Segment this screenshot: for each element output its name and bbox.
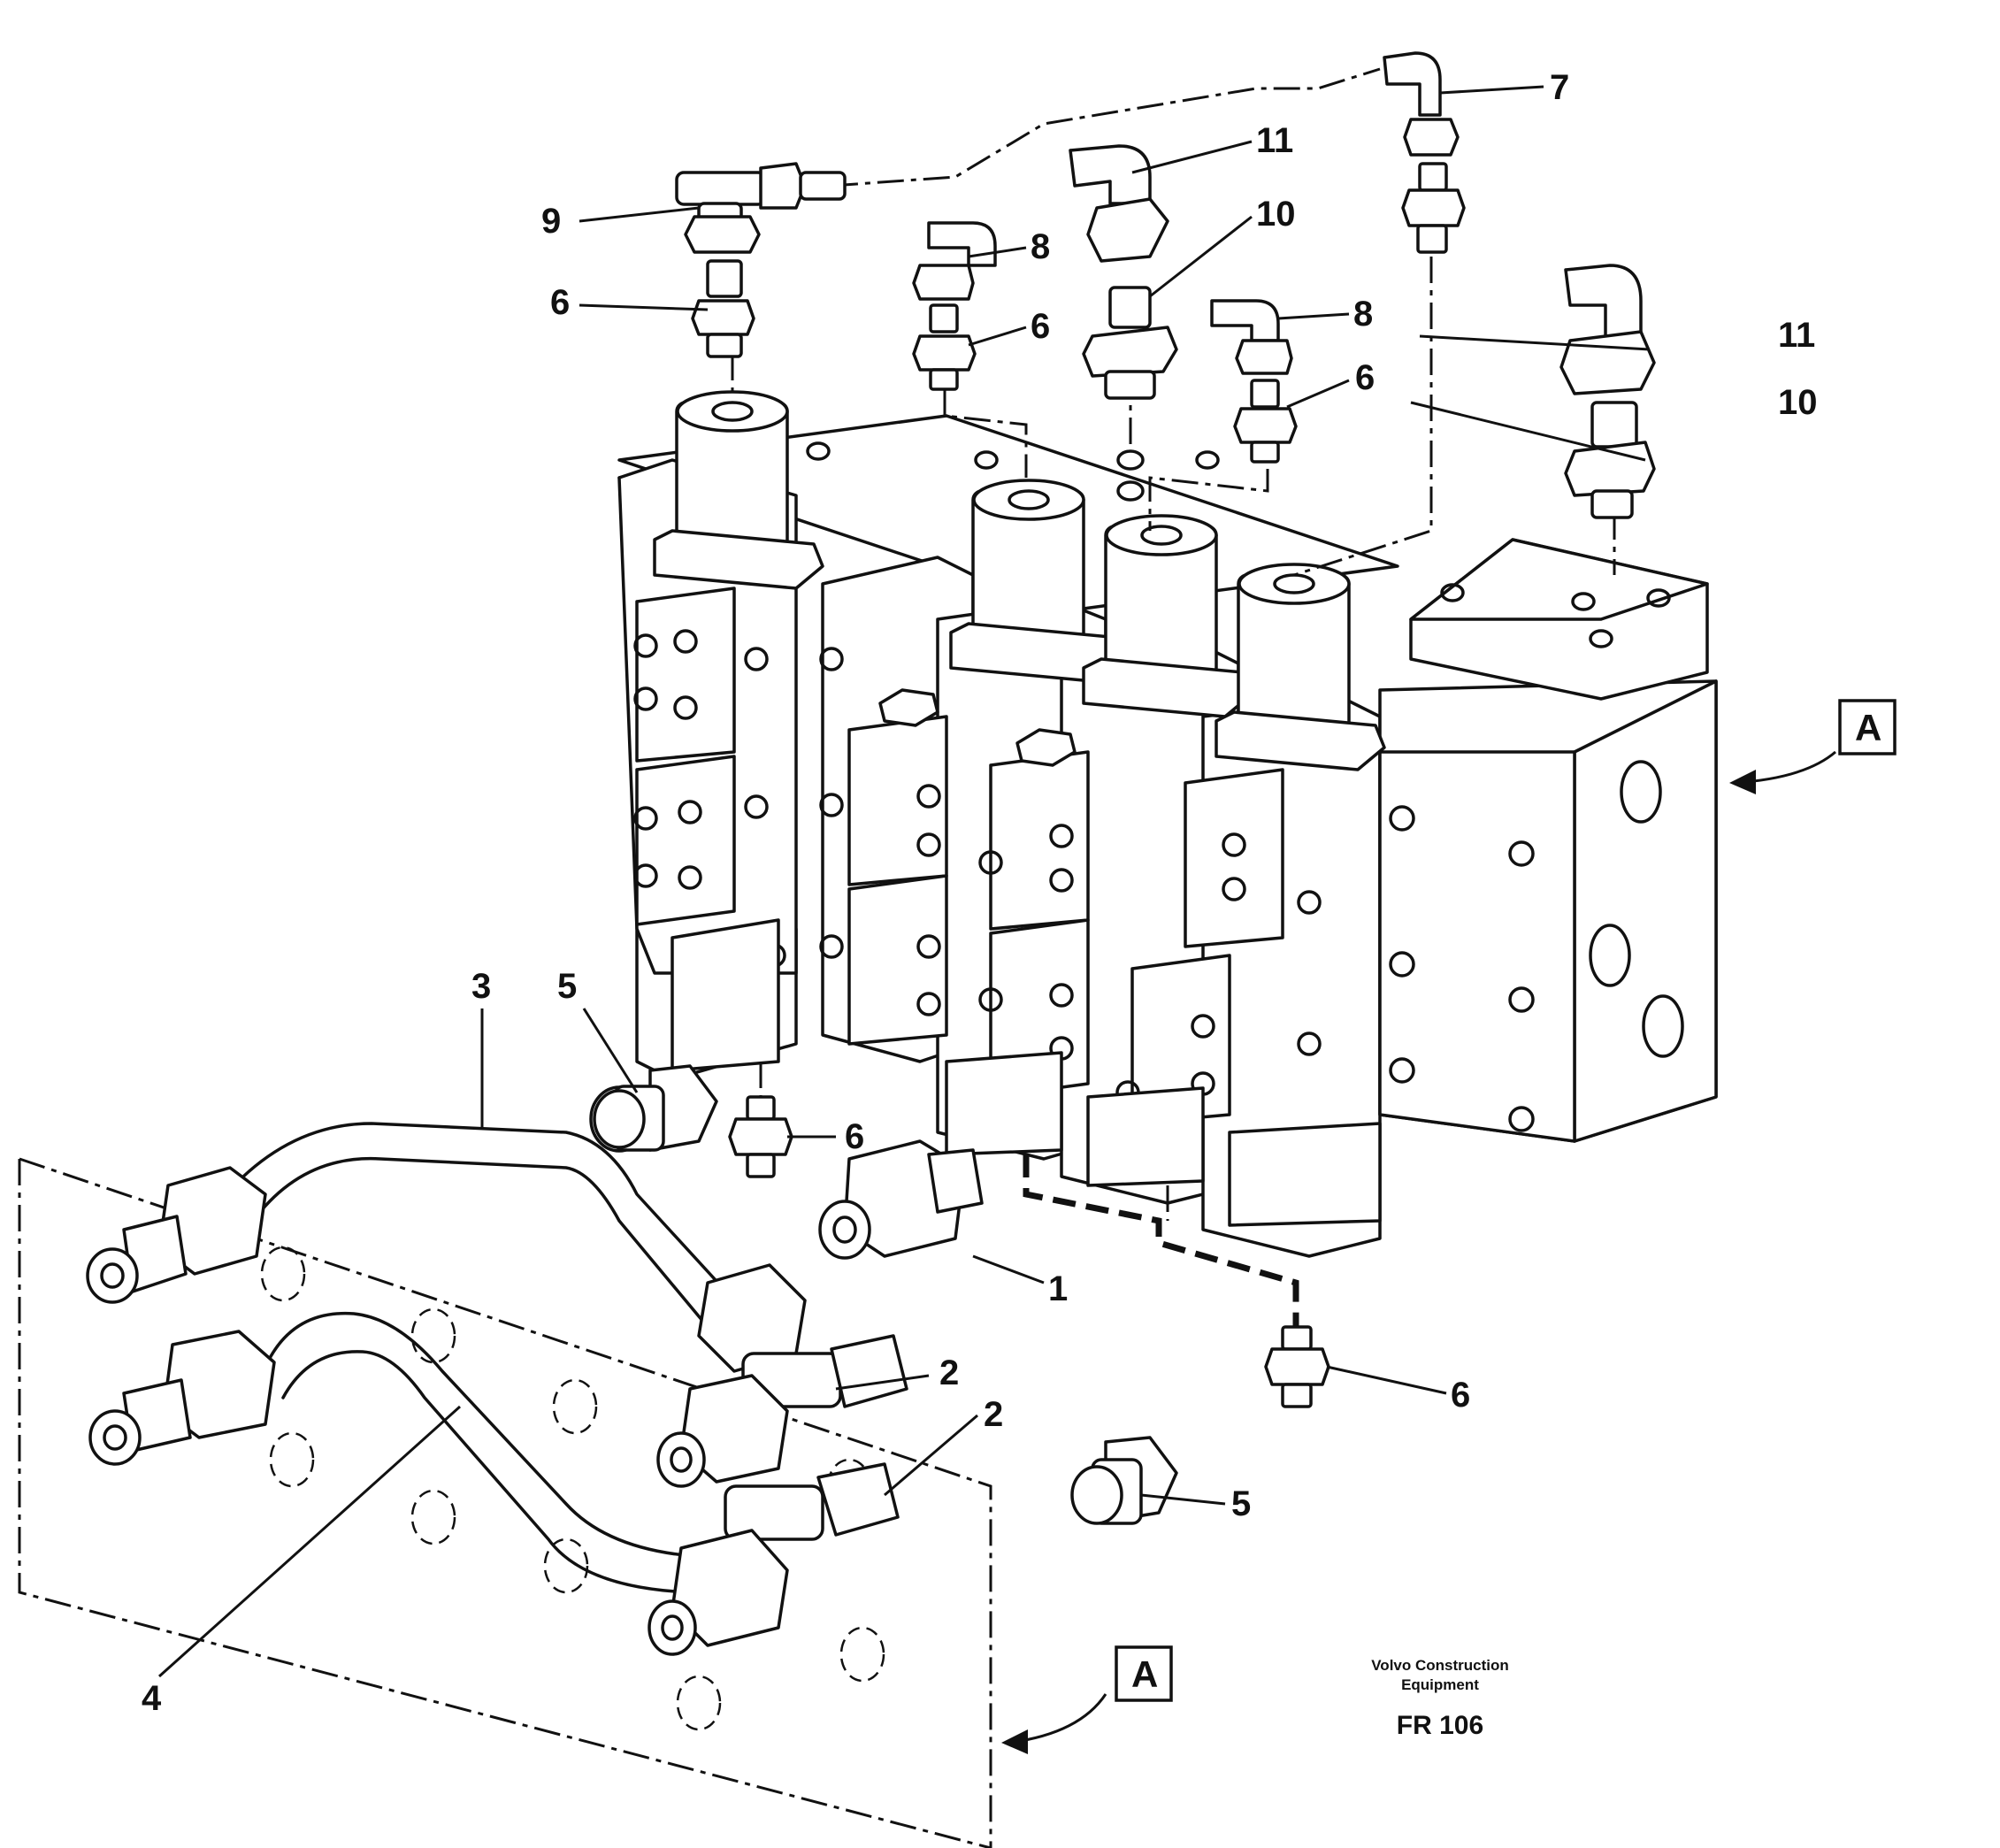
- maker-line-2: Equipment: [1401, 1676, 1479, 1693]
- pipe-3: [228, 1122, 736, 1302]
- callout-8-b: 8: [1353, 295, 1373, 334]
- plug-5-b: [1070, 1436, 1178, 1525]
- mounting-plate: [18, 1157, 992, 1848]
- footer-caption: Volvo Construction Equipment FR 106: [1371, 1657, 1509, 1740]
- view-marker-a-bottom: A: [1115, 1645, 1173, 1702]
- figure-code: FR 106: [1397, 1711, 1483, 1740]
- connector-6-c: [1264, 1325, 1330, 1408]
- elbow-fitting-11-b: [1559, 264, 1656, 395]
- plug-5-a: [589, 1064, 718, 1153]
- callout-10-a: 10: [1256, 195, 1296, 234]
- callout-7: 7: [1550, 68, 1569, 107]
- elbow-fitting-8-b: [1210, 299, 1298, 464]
- tube-fitting-7: [1383, 51, 1466, 254]
- pipe-4: [264, 1311, 709, 1559]
- callout-8-a: 8: [1031, 227, 1050, 266]
- callout-5-a: 5: [557, 967, 577, 1006]
- callout-5-b: 5: [1231, 1484, 1251, 1523]
- elbow-fitting-11-a: [1069, 144, 1169, 263]
- elbow-fitting-8-a: [912, 221, 997, 391]
- pipe-end-left-lower: [88, 1330, 276, 1466]
- solenoid-coil-2: [949, 479, 1121, 683]
- solenoid-coil-1: [653, 390, 824, 590]
- callout-11-a: 11: [1256, 121, 1293, 160]
- valve-block-body: [617, 390, 1718, 1258]
- callout-11-b: 11: [1778, 316, 1815, 355]
- pipe-end-left-upper: [86, 1166, 267, 1304]
- tee-fitting-2-b: [648, 1462, 900, 1656]
- tee-fitting-2-a: [656, 1263, 908, 1488]
- tee-fitting-9: [675, 162, 847, 254]
- callout-6-c: 6: [1355, 358, 1375, 397]
- callout-2-a: 2: [939, 1353, 959, 1392]
- callout-9: 9: [541, 202, 561, 241]
- view-marker-label-bottom: A: [1131, 1653, 1158, 1695]
- callout-4: 4: [142, 1679, 162, 1718]
- fittings-bottom: [86, 1064, 1330, 1656]
- callout-1: 1: [1048, 1269, 1068, 1308]
- callout-6-a: 6: [550, 283, 570, 322]
- solenoid-coil-4: [1215, 563, 1386, 771]
- callout-10-b: 10: [1778, 383, 1818, 422]
- callout-3: 3: [471, 967, 491, 1006]
- view-marker-label-right: A: [1855, 707, 1881, 748]
- maker-line-1: Volvo Construction: [1371, 1657, 1509, 1674]
- union-fitting-1: [818, 1139, 984, 1260]
- fittings-top: [675, 51, 1656, 519]
- view-marker-a-right: A: [1838, 699, 1897, 755]
- callout-6-b: 6: [1031, 307, 1050, 346]
- solenoid-coil-3: [1082, 514, 1253, 718]
- callout-6-e: 6: [1451, 1376, 1470, 1415]
- connector-6-a: [691, 259, 755, 358]
- adapter-10-a: [1082, 286, 1178, 400]
- callout-labels: 7 11 9 8 10 8 6 6 6 11 10 3 5 6 1 2 6 2 …: [142, 68, 1818, 1718]
- callout-2-b: 2: [984, 1395, 1003, 1434]
- leader-lines: [157, 85, 1836, 1754]
- callout-6-d: 6: [845, 1117, 864, 1156]
- connector-6-b: [728, 1095, 793, 1178]
